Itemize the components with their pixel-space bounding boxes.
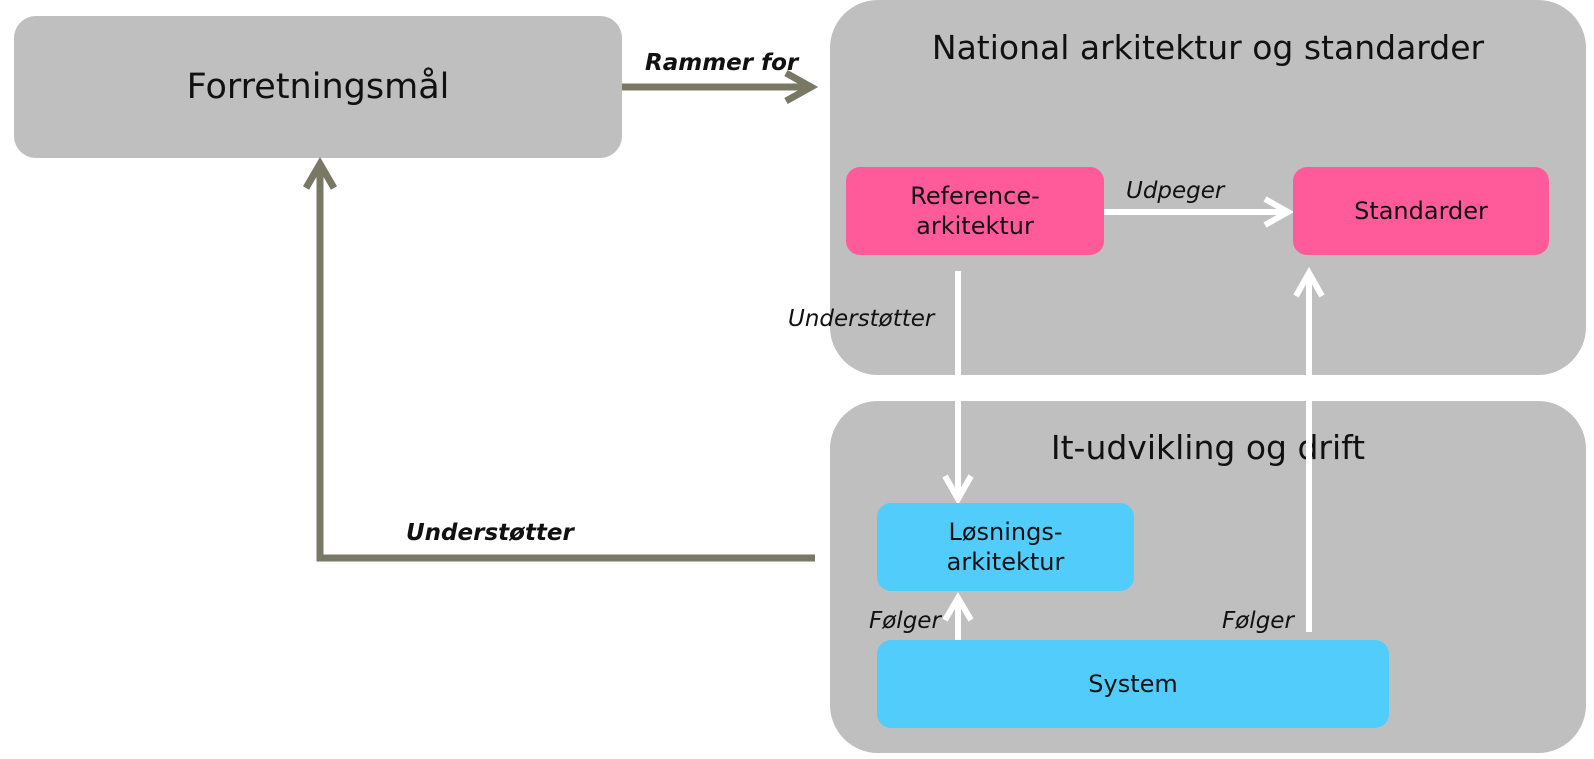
business-goals-box: Forretningsmål xyxy=(14,16,622,158)
reference-architecture-box: Reference- arkitektur xyxy=(846,167,1104,255)
supports-solution-arrowhead xyxy=(942,474,974,506)
system-label: System xyxy=(1088,670,1178,698)
business-goals-label: Forretningsmål xyxy=(186,67,450,107)
follows-solution-arrowhead xyxy=(942,592,974,622)
solution-architecture-label-line2: arkitektur xyxy=(946,548,1065,576)
frames-for-arrowhead xyxy=(784,69,819,105)
follows-standards-arrowhead xyxy=(1293,266,1325,298)
supports-goal-arrowhead xyxy=(302,157,338,190)
standards-label: Standarder xyxy=(1354,197,1488,225)
reference-architecture-label-line2: arkitektur xyxy=(916,212,1034,240)
solution-architecture-box: Løsnings- arkitektur xyxy=(877,503,1134,591)
supports-goal-arrow xyxy=(316,166,815,562)
system-box: System xyxy=(877,640,1389,728)
it-development-title: It-udvikling og drift xyxy=(1050,428,1366,467)
reference-architecture-label-line1: Reference- xyxy=(910,182,1040,210)
solution-architecture-label-line1: Løsnings- xyxy=(948,518,1063,546)
designates-label: Udpeger xyxy=(1126,178,1225,204)
designates-arrowhead xyxy=(1263,196,1295,228)
follows-standards-label: Følger xyxy=(1222,608,1294,634)
supports-solution-label: Understøtter xyxy=(788,306,935,332)
standards-box: Standarder xyxy=(1293,167,1549,255)
follows-solution-label: Følger xyxy=(869,608,941,634)
frames-for-label: Rammer for xyxy=(645,50,799,76)
supports-goal-label: Understøtter xyxy=(406,520,574,546)
national-architecture-title: National arkitektur og standarder xyxy=(931,28,1485,67)
